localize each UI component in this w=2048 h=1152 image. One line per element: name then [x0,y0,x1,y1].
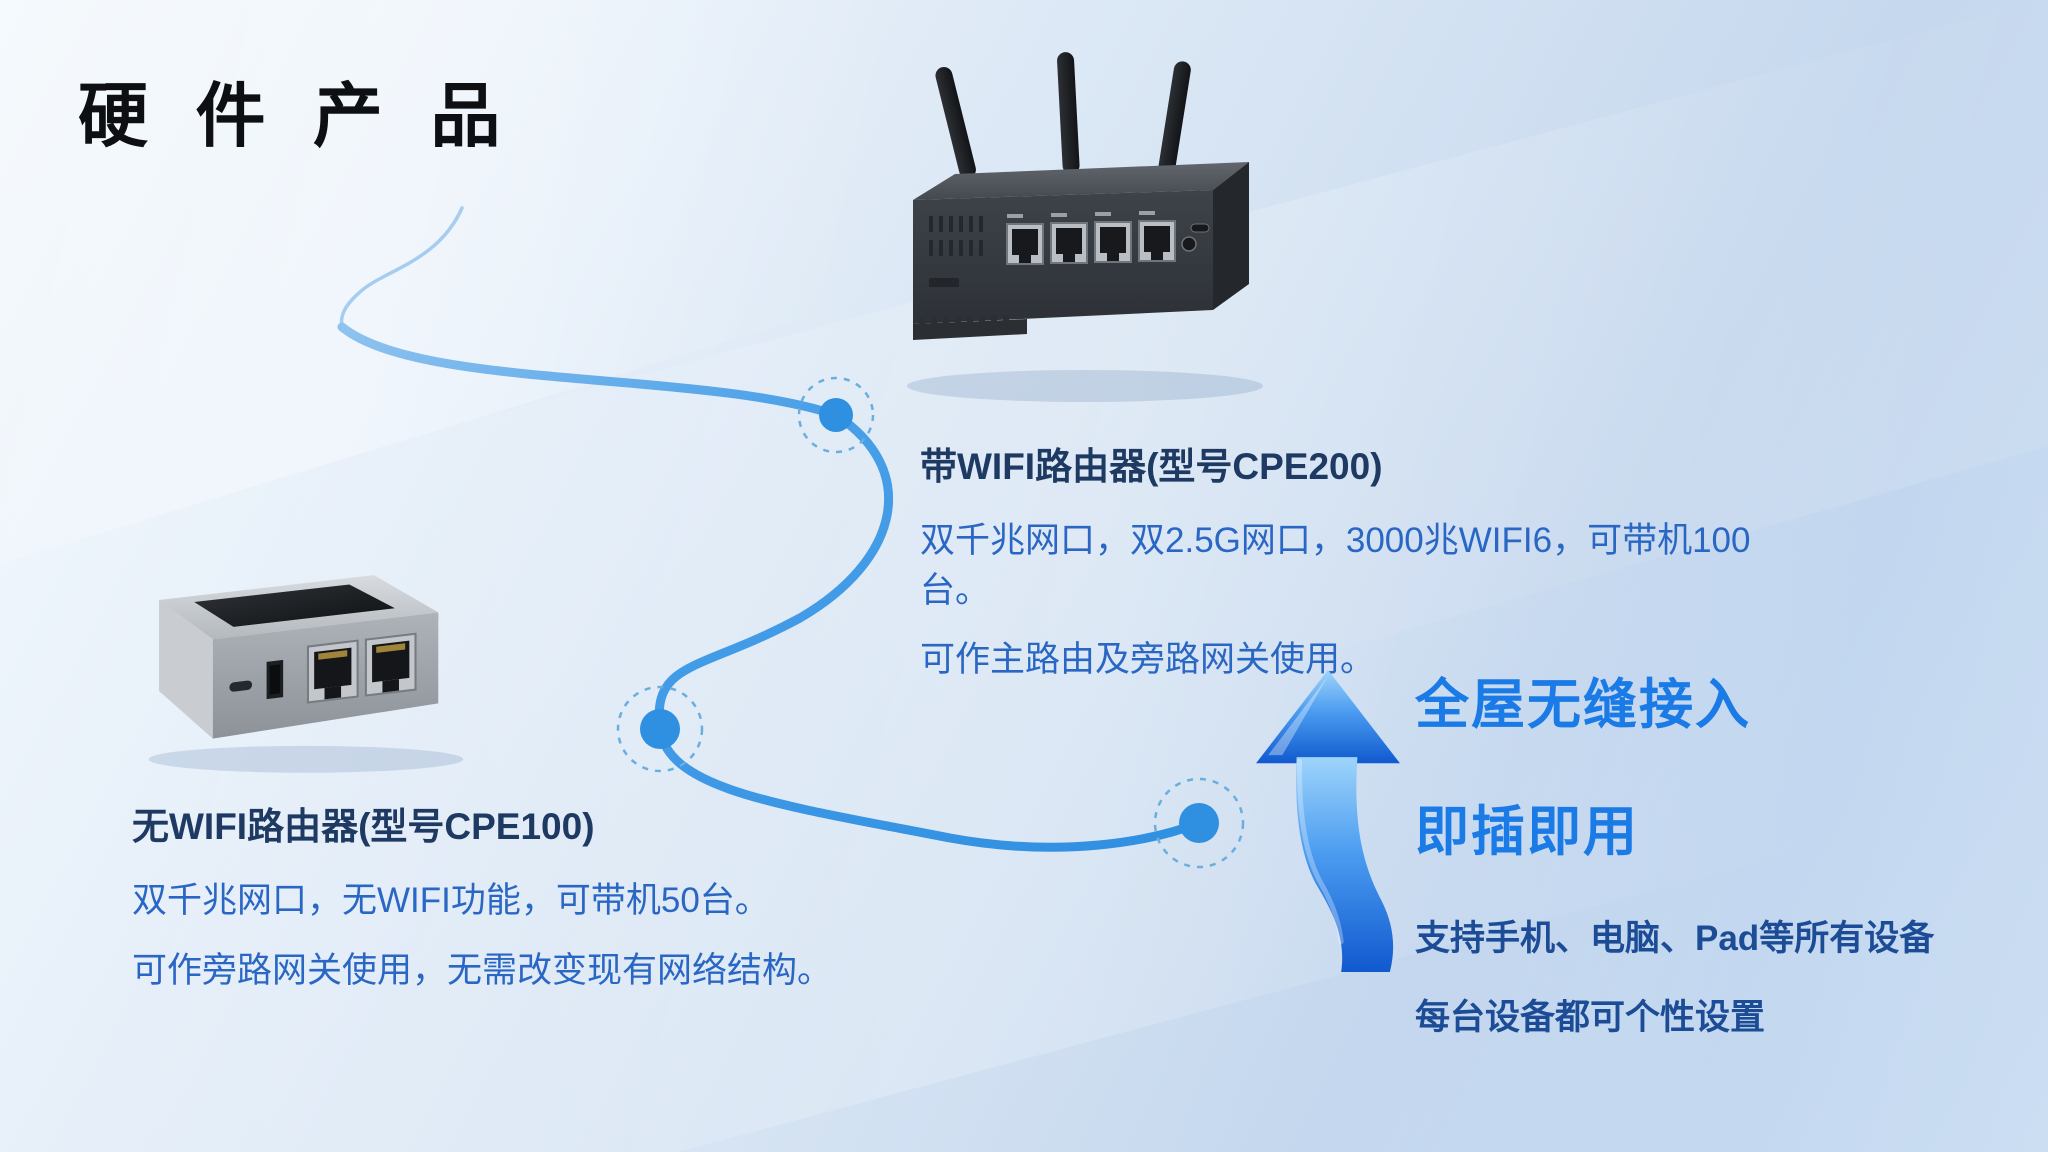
sim-slot [929,278,959,287]
cpe200-router-image [895,48,1295,408]
front-ports [229,632,417,704]
benefit-headline-2: 即插即用 [1415,802,1639,862]
benefit-headline-1: 全屋无缝接入 [1415,675,1751,735]
connector-thin-tail [339,206,464,329]
cpe200-heading: 带WIFI路由器(型号CPE200) [920,446,1383,487]
page-title: 硬 件 产 品 [78,77,515,155]
heatsink-fins [913,315,1027,340]
device-shadow [907,370,1263,402]
reset-button [1181,236,1197,252]
upward-arrow-icon [1252,668,1404,976]
cpe200-desc-line1: 双千兆网口，双2.5G网口，3000兆WIFI6，可带机100台。 [920,521,1751,610]
cpe100-heading: 无WIFI路由器(型号CPE100) [132,806,595,847]
usbc-port [229,680,253,692]
ethernet-ports [1006,211,1176,265]
router-top-face [913,162,1249,200]
ethernet-port [364,632,417,697]
cpe200-router-drawing [907,52,1263,402]
cpe100-desc-line2: 可作旁路网关使用，无需改变现有网络结构。 [132,950,833,990]
router-display-panel [194,584,395,627]
router-side-face [1213,162,1249,310]
node-cpe200 [797,376,875,454]
benefit-detail-2: 每台设备都可个性设置 [1415,998,1766,1037]
cpe100-router-image [128,540,490,778]
node-benefits [1153,777,1245,869]
benefits-block: 全屋无缝接入 即插即用 支持手机、电脑、Pad等所有设备 每台设备都可个性设置 [1415,660,1975,1068]
usbc-port [1190,223,1210,233]
cpe200-text-block: 带WIFI路由器(型号CPE200) 双千兆网口，双2.5G网口，3000兆WI… [920,436,1820,705]
antennas [935,52,1191,179]
cpe100-router-drawing [148,575,464,773]
cpe100-desc-line1: 双千兆网口，无WIFI功能，可带机50台。 [132,881,770,920]
device-shadow [148,745,464,773]
vent-grille [929,216,983,256]
cpe100-text-block: 无WIFI路由器(型号CPE100) 双千兆网口，无WIFI功能，可带机50台。… [132,796,892,1015]
router-left-face [159,599,213,739]
benefit-detail-1: 支持手机、电脑、Pad等所有设备 [1415,919,1935,958]
node-cpe100 [616,685,704,773]
cpe200-desc-line2: 可作主路由及旁路网关使用。 [920,640,1376,680]
ethernet-port [306,639,359,704]
